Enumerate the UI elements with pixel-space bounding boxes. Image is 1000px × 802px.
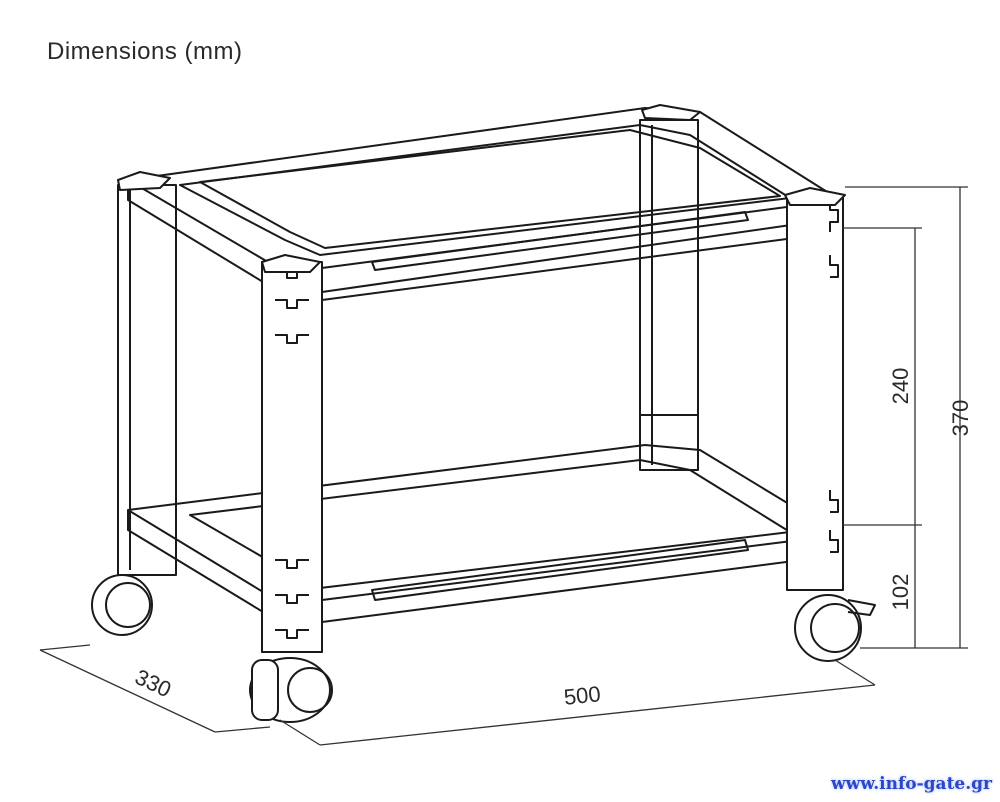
caster-front-right — [794, 594, 876, 662]
caster-front-left — [249, 657, 333, 723]
dimension-depth: 330 — [131, 664, 175, 702]
bottom-shelf — [127, 444, 841, 623]
diagram-title: Dimensions (mm) — [47, 38, 243, 65]
watermark: www.info-gate.gr — [831, 774, 992, 794]
dimension-lines — [39, 186, 968, 746]
top-shelf — [127, 107, 841, 301]
dimension-shelf-spacing: 240 — [888, 368, 913, 405]
dimension-width: 500 — [563, 681, 602, 710]
caster-back-left — [91, 574, 153, 636]
front-left-leg — [261, 261, 323, 653]
front-right-leg — [786, 194, 844, 591]
back-right-leg — [639, 119, 699, 471]
dimension-bottom-height: 102 — [888, 574, 913, 611]
dimension-total-height: 370 — [948, 400, 973, 437]
back-left-leg — [117, 184, 177, 576]
